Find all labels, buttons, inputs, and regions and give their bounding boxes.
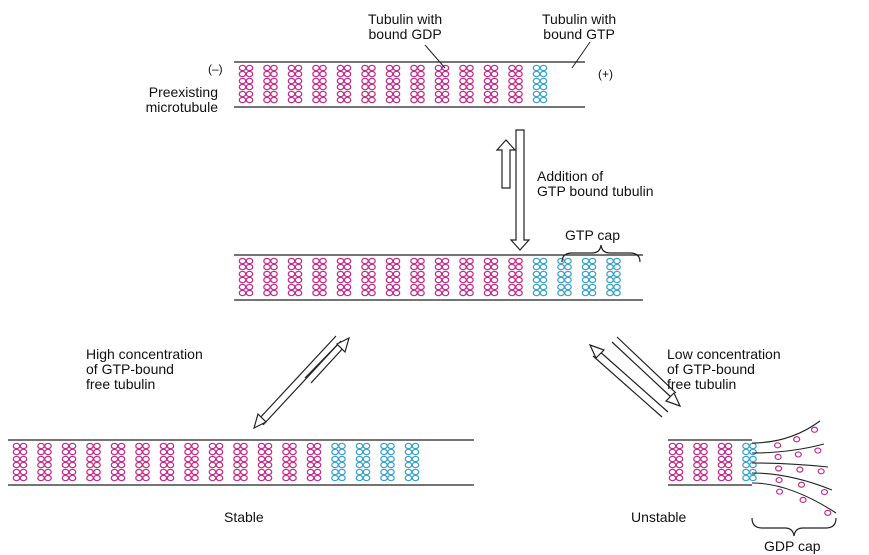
gdp-tubulin-column xyxy=(385,257,401,297)
gtp-tubulin-column xyxy=(355,442,371,482)
gdp-tubulin-column xyxy=(508,64,523,104)
gdp-tubulin-column xyxy=(263,64,278,104)
high-concentration-label: High concentration of GTP-bound free tub… xyxy=(86,346,203,392)
gdp-tubulin-column xyxy=(668,442,684,482)
low-concentration-label: Low concentration of GTP-bound free tubu… xyxy=(667,346,781,392)
tubulin-gdp-label: Tubulin with bound GDP xyxy=(368,11,443,42)
gtp-tubulin-column xyxy=(380,442,395,482)
gdp-tubulin-column xyxy=(410,64,425,104)
gdp-tubulin-column xyxy=(336,64,352,104)
peeling-protofilament xyxy=(751,472,833,491)
gdp-tubulin-column xyxy=(12,442,28,482)
gdp-tubulin-column xyxy=(483,257,499,297)
peeling-protofilament xyxy=(751,482,837,514)
gdp-cap-label: GDP cap xyxy=(764,538,821,554)
gtp-tubulin-column xyxy=(404,442,420,482)
low-concentration-double-arrow xyxy=(588,336,682,418)
gdp-tubulin-column xyxy=(693,442,708,482)
gtp-tubulin-column xyxy=(581,257,597,297)
plus-end-label: (+) xyxy=(598,67,613,81)
gdp-tubulin-column xyxy=(434,257,450,297)
gdp-tubulin-column xyxy=(306,442,322,482)
gdp-tubulin-column xyxy=(159,442,175,482)
gdp-tubulin-column xyxy=(135,442,150,482)
gdp-tubulin-column xyxy=(238,257,254,297)
gdp-tubulin-column xyxy=(361,257,376,297)
gdp-tubulin-column xyxy=(238,64,254,104)
gdp-pointer-line xyxy=(424,44,446,69)
gdp-tubulin-column xyxy=(37,442,52,482)
gtp-cap-label: GTP cap xyxy=(565,227,620,243)
gdp-tubulin-column xyxy=(483,64,499,104)
peeling-protofilament xyxy=(751,443,825,454)
peeling-protofilament xyxy=(751,420,821,444)
gdp-tubulin-column xyxy=(208,442,224,482)
gtp-cap-brace xyxy=(561,244,641,263)
gdp-tubulin-column xyxy=(86,442,101,482)
unstable-label: Unstable xyxy=(631,509,687,525)
gtp-tubulin-column xyxy=(532,257,548,297)
gdp-tubulin-column xyxy=(287,64,303,104)
gdp-tubulin-column xyxy=(508,257,523,297)
stable-microtubule xyxy=(8,439,474,486)
high-concentration-double-arrow xyxy=(253,335,350,430)
gtp-pointer-line xyxy=(571,41,591,69)
gdp-tubulin-column xyxy=(434,64,450,104)
preexisting-microtubule xyxy=(234,61,585,108)
gdp-cap-brace xyxy=(751,517,837,537)
gdp-tubulin-column xyxy=(312,257,327,297)
growing-microtubule xyxy=(234,254,643,301)
gtp-tubulin-column xyxy=(606,257,621,297)
gdp-tubulin-column xyxy=(263,257,278,297)
peeling-protofilament xyxy=(751,462,829,468)
tubulin-gtp-label: Tubulin with bound GTP xyxy=(542,11,617,42)
gtp-tubulin-column xyxy=(742,442,757,482)
gtp-tubulin-column xyxy=(331,442,346,482)
gdp-tubulin-column xyxy=(410,257,425,297)
gdp-tubulin-column xyxy=(717,442,733,482)
gdp-tubulin-column xyxy=(312,64,327,104)
addition-label: Addition of GTP bound tubulin xyxy=(537,168,654,199)
gdp-tubulin-column xyxy=(61,442,77,482)
gdp-tubulin-column xyxy=(459,64,474,104)
gdp-tubulin-column xyxy=(361,64,376,104)
gdp-tubulin-column xyxy=(336,257,352,297)
addition-double-arrow xyxy=(495,129,531,251)
gdp-tubulin-column xyxy=(385,64,401,104)
gdp-tubulin-column xyxy=(459,257,474,297)
gdp-tubulin-column xyxy=(184,442,199,482)
gdp-tubulin-column xyxy=(287,257,303,297)
gtp-tubulin-column xyxy=(557,257,572,297)
gtp-tubulin-column xyxy=(532,64,548,104)
minus-end-label: (–) xyxy=(208,62,223,76)
gdp-tubulin-column xyxy=(257,442,273,482)
stable-label: Stable xyxy=(224,509,264,525)
gdp-tubulin-column xyxy=(282,442,297,482)
preexisting-microtubule-label: Preexisting microtubule xyxy=(145,84,218,115)
gdp-tubulin-column xyxy=(110,442,126,482)
gdp-tubulin-column xyxy=(233,442,248,482)
unstable-microtubule xyxy=(668,420,837,516)
